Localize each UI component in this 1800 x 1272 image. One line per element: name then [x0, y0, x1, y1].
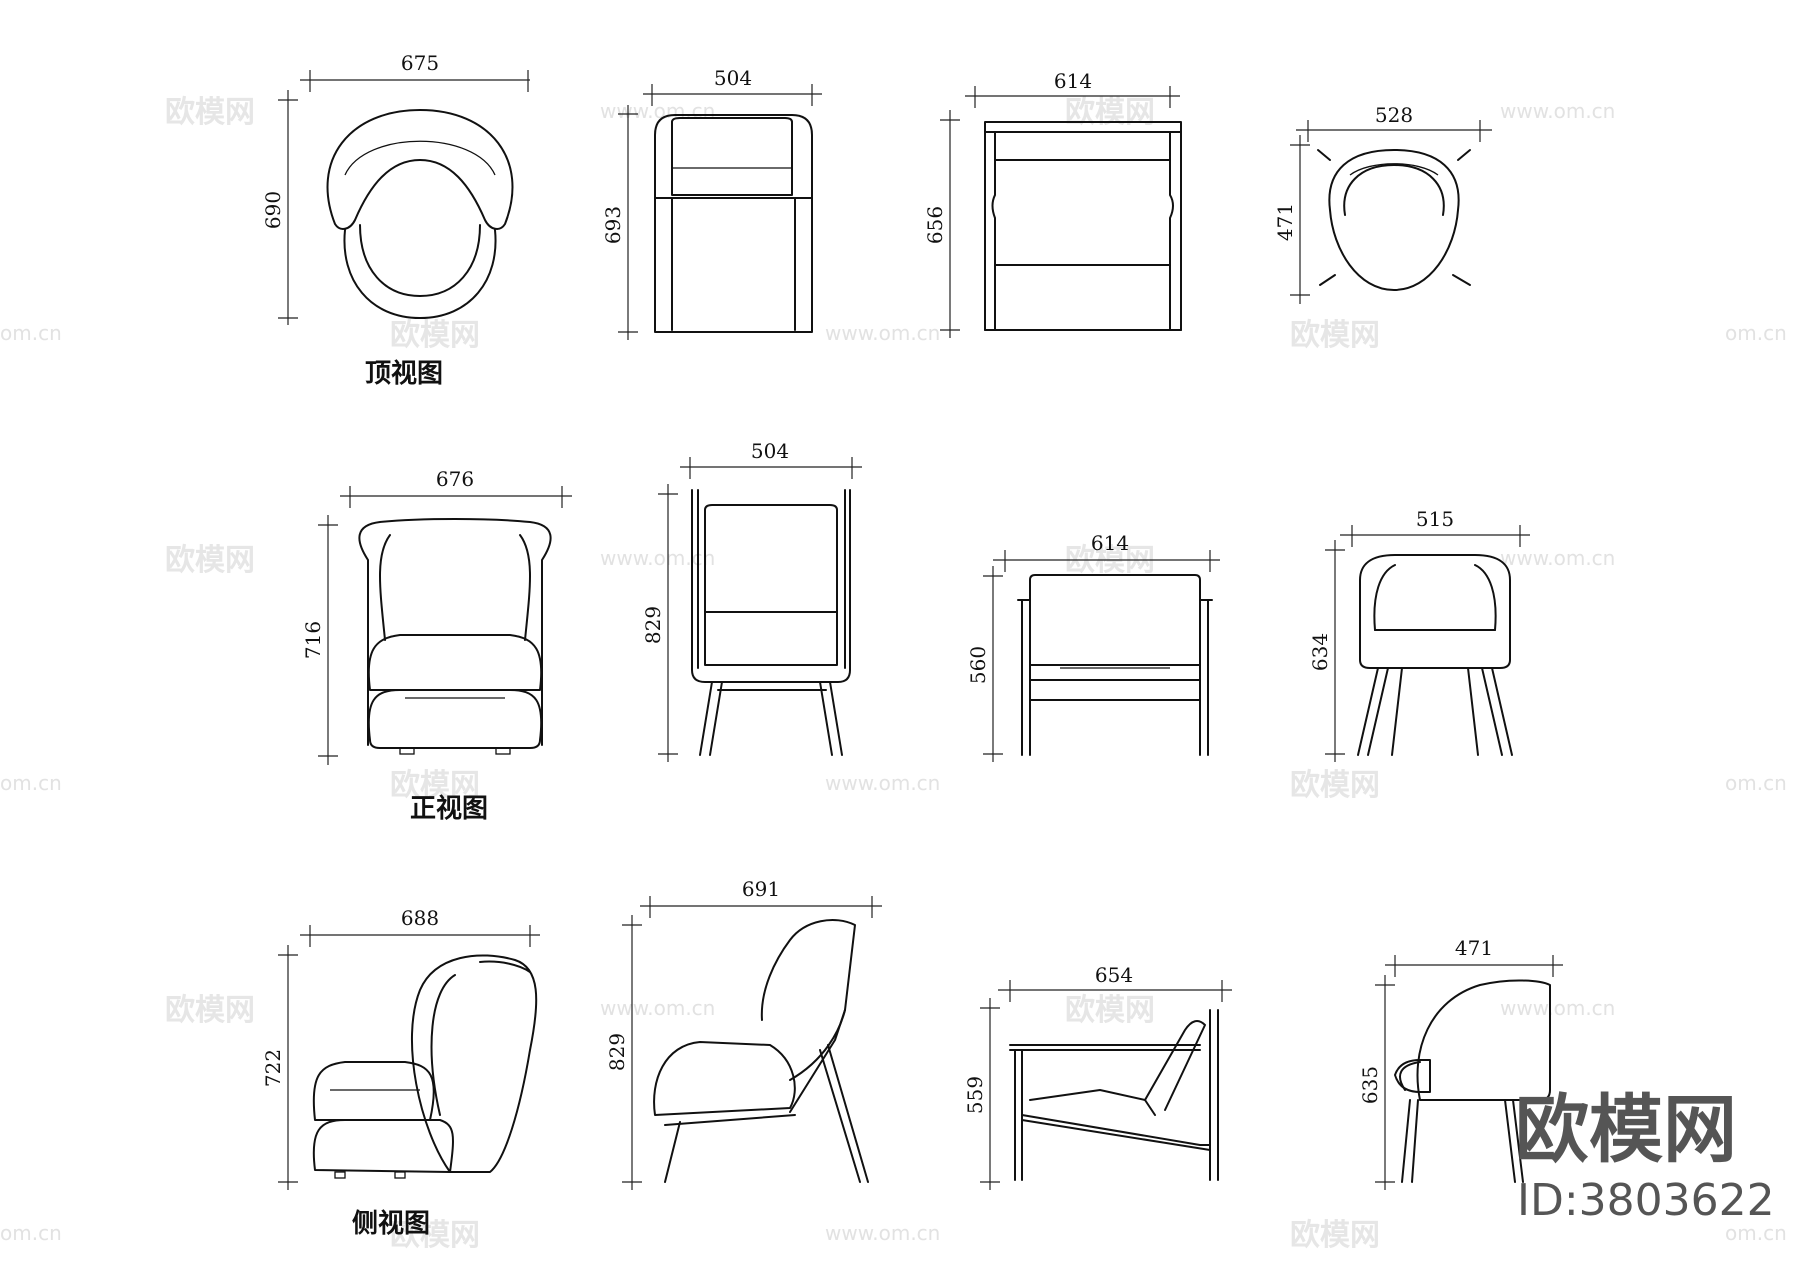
dim-height: 693 — [601, 206, 625, 244]
dim-height: 716 — [301, 621, 325, 659]
chair-4-front-view — [1357, 554, 1513, 756]
dim-width: 691 — [742, 877, 780, 901]
watermark-url: om.cn — [0, 771, 62, 795]
watermark-url: www.om.cn — [1500, 99, 1615, 123]
watermark-cn: 欧模网 — [1290, 1218, 1380, 1253]
chair-3-front-view — [1017, 574, 1213, 756]
dim-width: 504 — [751, 439, 789, 463]
chair-4-top-view — [1317, 149, 1471, 291]
dim-width: 614 — [1091, 531, 1129, 555]
dim-width: 504 — [714, 66, 752, 90]
watermark-cn: 欧模网 — [165, 543, 255, 578]
dim-width: 675 — [401, 51, 439, 75]
dim-height: 560 — [966, 646, 990, 684]
view-label-front: 正视图 — [410, 794, 488, 824]
dimension-labels: 675 690 504 693 614 656 528 471 676 716 … — [261, 51, 1493, 1114]
chair-2-front-view — [691, 489, 851, 756]
watermark-cn: 欧模网 — [165, 95, 255, 130]
watermark-cn: 欧模网 — [1290, 318, 1380, 353]
dim-height: 656 — [923, 206, 947, 244]
watermark-url: www.om.cn — [600, 546, 715, 570]
chair-1-side-view — [312, 954, 538, 1179]
dim-width: 528 — [1375, 103, 1413, 127]
watermark-url: www.om.cn — [600, 99, 715, 123]
watermark-url: om.cn — [1725, 321, 1787, 345]
dim-height: 690 — [261, 191, 285, 229]
watermark-cn: 欧模网 — [390, 768, 480, 803]
watermark-cn: 欧模网 — [390, 318, 480, 353]
watermark-url: www.om.cn — [1500, 546, 1615, 570]
watermark-cn: 欧模网 — [390, 1218, 480, 1253]
dim-width: 688 — [401, 906, 439, 930]
dim-width: 515 — [1416, 507, 1454, 531]
chair-3-top-view — [984, 121, 1182, 331]
watermark-url: om.cn — [1725, 771, 1787, 795]
dim-width: 471 — [1455, 936, 1493, 960]
dim-height: 829 — [641, 606, 665, 644]
dimension-lines — [278, 70, 1563, 1190]
watermark-url: om.cn — [0, 1221, 62, 1245]
watermark-cn: 欧模网 — [1290, 768, 1380, 803]
chair-4-side-view — [1394, 979, 1551, 1183]
chair-1-top-view — [326, 109, 514, 319]
watermark-url: www.om.cn — [825, 321, 940, 345]
dim-width: 654 — [1095, 963, 1133, 987]
chair-3-side-view — [1009, 1009, 1219, 1181]
dim-height: 722 — [261, 1049, 285, 1087]
dim-height: 634 — [1308, 633, 1332, 671]
dim-height: 471 — [1273, 203, 1297, 241]
dim-height: 559 — [963, 1076, 987, 1114]
brand-id: ID:3803622 — [1517, 1175, 1775, 1226]
watermark-url: om.cn — [0, 321, 62, 345]
view-label-top: 顶视图 — [365, 359, 443, 389]
watermark-url: www.om.cn — [825, 1221, 940, 1245]
dim-width: 676 — [436, 467, 474, 491]
watermark-cn: 欧模网 — [1065, 95, 1155, 130]
dim-height: 829 — [605, 1033, 629, 1071]
chair-2-top-view — [654, 114, 813, 333]
watermark-cn: 欧模网 — [165, 993, 255, 1028]
dim-height: 635 — [1358, 1066, 1382, 1104]
brand-logo-text: 欧模网 — [1515, 1087, 1737, 1173]
chair-2-side-view — [653, 919, 869, 1183]
watermark-url: www.om.cn — [825, 771, 940, 795]
view-label-side: 侧视图 — [352, 1209, 430, 1239]
watermark-cn: 欧模网 — [1065, 993, 1155, 1028]
watermark-url: www.om.cn — [600, 996, 715, 1020]
dim-width: 614 — [1054, 69, 1092, 93]
watermark-url: om.cn — [1725, 1221, 1787, 1245]
chair-1-front-view — [358, 518, 552, 755]
watermark-url: www.om.cn — [1500, 996, 1615, 1020]
